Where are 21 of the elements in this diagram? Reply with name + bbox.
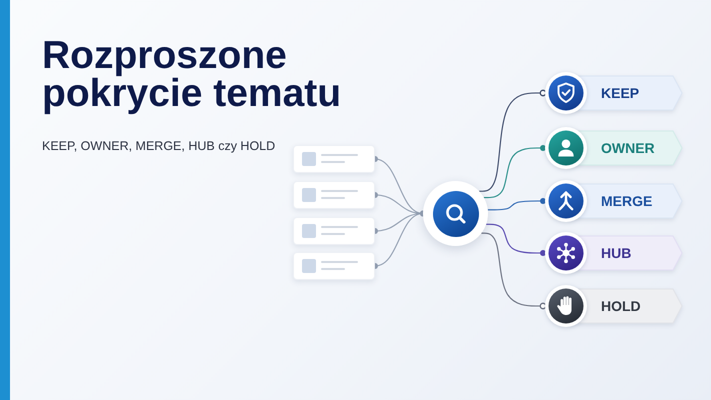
placeholder-card [293, 181, 375, 209]
placeholder-card [293, 217, 375, 245]
connector-line [486, 224, 546, 256]
tag-text: OWNER [601, 140, 655, 156]
connector-line [484, 145, 546, 198]
subtitle: KEEP, OWNER, MERGE, HUB czy HOLD [42, 139, 276, 154]
tag-text: HUB [601, 245, 632, 261]
label-tag [543, 179, 683, 223]
placeholder-card [293, 145, 375, 173]
connector-line [479, 90, 546, 192]
label-tag [543, 71, 683, 115]
connector-line [488, 198, 546, 210]
placeholder-card [293, 252, 375, 280]
tag-text: MERGE [601, 193, 652, 209]
title: Rozproszone pokrycie tematu [42, 37, 342, 113]
label-tag [543, 231, 683, 275]
label-tag [543, 126, 683, 170]
label-tag [543, 284, 683, 328]
tag-text: HOLD [601, 298, 641, 314]
connector-line [481, 232, 546, 310]
tag-text: KEEP [601, 85, 640, 101]
